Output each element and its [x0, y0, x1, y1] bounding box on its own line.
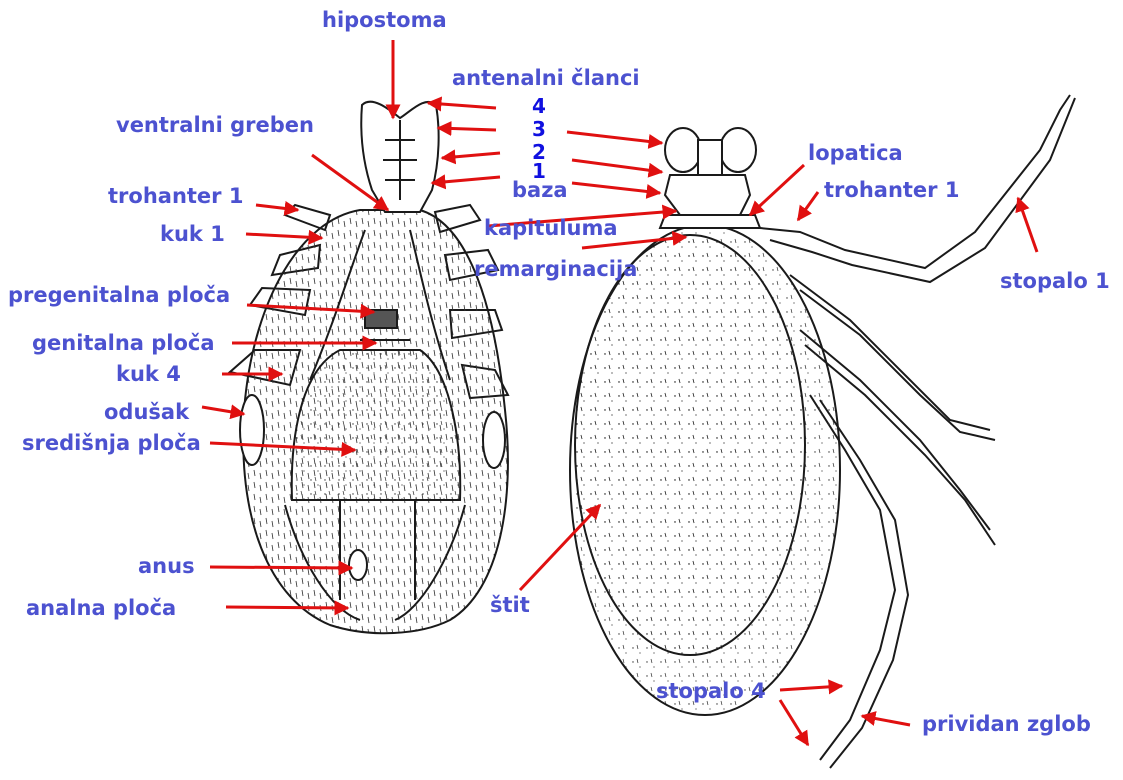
label-remarginacija: remarginacija	[474, 259, 637, 280]
arrow-seg3-right	[567, 132, 662, 143]
arrow-seg1-right	[572, 183, 660, 193]
label-sredisnja-ploca: središnja ploča	[22, 433, 201, 454]
label-stit: štit	[490, 595, 530, 616]
arrow-seg4-left	[428, 103, 496, 108]
label-stopalo-4: stopalo 4	[656, 681, 766, 702]
segment-number-4: 4	[532, 96, 546, 116]
anus-opening	[349, 550, 367, 580]
label-trohanter-1-left: trohanter 1	[108, 186, 243, 207]
label-baza: baza	[512, 180, 568, 201]
label-lopatica: lopatica	[808, 143, 903, 164]
arrow-stopalo4-upper	[780, 686, 842, 690]
scutum-shield	[575, 235, 805, 655]
arrow-trohanter-right	[798, 192, 818, 220]
arrow-stopalo1	[1018, 198, 1037, 252]
arrow-kuk1	[246, 234, 322, 238]
arrow-seg2-right	[572, 160, 662, 172]
arrow-seg3-left	[438, 128, 496, 130]
label-anus: anus	[138, 556, 195, 577]
label-trohanter-1-right: trohanter 1	[824, 180, 959, 201]
arrow-analna	[226, 607, 348, 608]
arrow-seg1-left	[432, 177, 500, 183]
label-ventralni-greben: ventralni greben	[116, 115, 314, 136]
label-kapituluma: kapituluma	[484, 218, 618, 239]
label-prividan-zglob: prividan zglob	[922, 714, 1091, 735]
dorsal-view-tick	[570, 95, 1075, 768]
label-stopalo-1: stopalo 1	[1000, 271, 1110, 292]
dorsal-capitulum	[665, 175, 750, 215]
arrow-lopatica	[750, 165, 804, 215]
label-analna-ploca: analna ploča	[26, 598, 176, 619]
arrow-seg2-left	[442, 153, 500, 158]
spiracle-left	[240, 395, 264, 465]
label-kuk-4: kuk 4	[116, 364, 181, 385]
segment-number-3: 3	[532, 119, 546, 139]
spiracle-right	[483, 412, 505, 468]
arrow-odusak	[202, 407, 244, 414]
label-odusak: odušak	[104, 402, 189, 423]
arrow-anus	[210, 567, 352, 568]
label-antenalni-clanci: antenalni članci	[452, 68, 640, 89]
label-pregenitalna-ploca: pregenitalna ploča	[8, 285, 230, 306]
median-plate	[292, 350, 460, 500]
label-genitalna-ploca: genitalna ploča	[32, 333, 215, 354]
arrow-stopalo4-lower	[780, 700, 808, 745]
label-hipostoma: hipostoma	[322, 10, 447, 31]
arrow-prividan	[862, 716, 910, 725]
label-kuk-1: kuk 1	[160, 224, 225, 245]
